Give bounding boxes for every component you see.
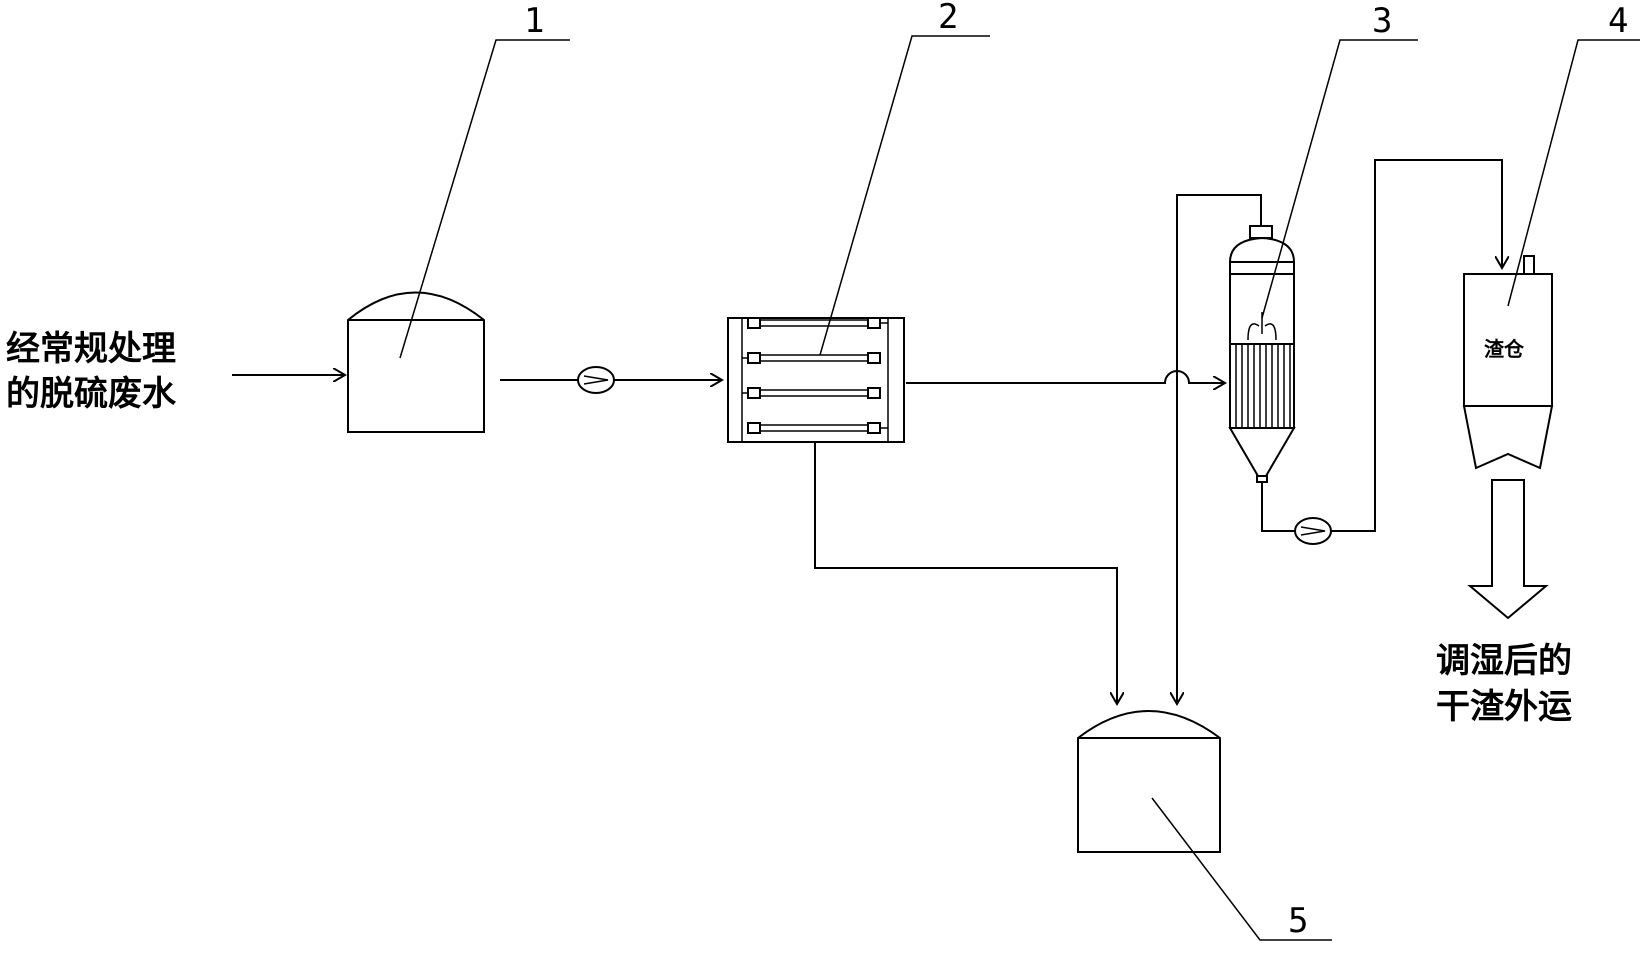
input-label-line2: 的脱硫废水: [6, 374, 177, 414]
callout-4: 4: [1507, 1, 1640, 307]
callout-4-number: 4: [1608, 1, 1628, 41]
slag-bin-4: 渣仓: [1462, 255, 1554, 470]
pipe-dryer-pump: [1261, 482, 1296, 532]
callout-5: 5: [1151, 797, 1332, 941]
callout-2-number: 2: [938, 0, 958, 37]
pump-2: [1294, 517, 1332, 545]
pipe-filter-tank5: [814, 442, 1117, 704]
spray-dryer-3: [1228, 225, 1296, 483]
pump-1: [577, 366, 615, 394]
tank-5: [1077, 710, 1221, 853]
output-label-line1: 调湿后的: [1436, 641, 1572, 681]
tank-1: [347, 291, 485, 433]
callout-3-number: 3: [1372, 1, 1392, 41]
input-label-line1: 经常规处理: [6, 329, 176, 369]
pipe-pump-slagbin: [1331, 159, 1502, 532]
callout-1: 1: [399, 1, 570, 359]
pipe-dryer-tank5: [1177, 194, 1262, 704]
callout-5-number: 5: [1288, 901, 1308, 941]
callout-3: 3: [1261, 1, 1418, 319]
output-arrow: [1467, 479, 1549, 620]
slag-bin-label: 渣仓: [1484, 337, 1525, 361]
output-label-line2: 干渣外运: [1436, 687, 1572, 727]
callout-2: 2: [819, 0, 990, 356]
membrane-filter-2: [727, 317, 905, 443]
callout-1-number: 1: [524, 1, 544, 41]
